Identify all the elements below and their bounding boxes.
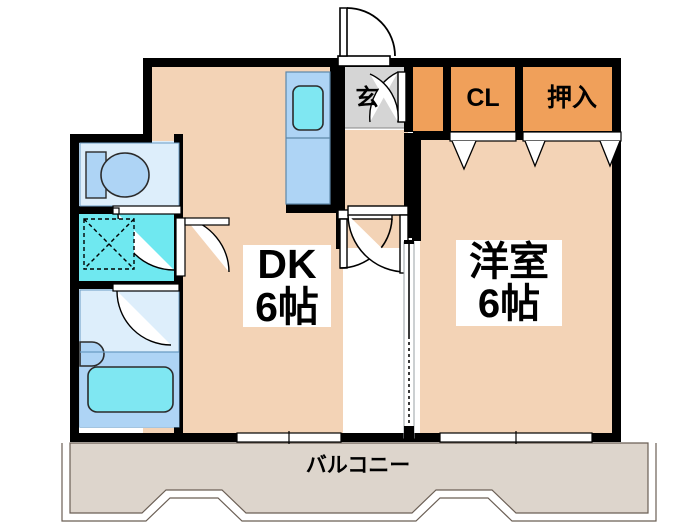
entrance-door-frame (337, 55, 391, 67)
dk-room-name: DK (257, 240, 317, 287)
wall-closet-bottom (413, 131, 621, 140)
entry-hall-floor (336, 130, 408, 220)
closet-oshiire-text: 押入 (546, 84, 597, 112)
genkan-inner-door-arc-2 (369, 73, 399, 123)
oshiire-door-v-left (524, 140, 546, 168)
bathroom-door-frame (112, 283, 180, 292)
wall-jog-horizontal (70, 134, 152, 143)
sliding-partition-jamb-top (404, 240, 414, 244)
cl-door-v (451, 140, 477, 171)
balcony-rail (61, 443, 657, 522)
cl-door-panel (449, 131, 517, 142)
toilet-door-frame (112, 205, 182, 215)
toilet-door-leaf (112, 207, 120, 215)
wall-bottom (70, 433, 621, 442)
corridor-door-group[interactable] (175, 217, 230, 277)
sliding-partition-jamb-bottom (404, 426, 414, 442)
bathroom-door-group[interactable] (112, 283, 180, 346)
washitsu-room-label: 洋室 6帖 (456, 240, 562, 326)
sliding-partition-group[interactable] (403, 240, 415, 442)
closet-cl (450, 66, 516, 132)
kitchen-sink-basin (292, 85, 324, 131)
washitsu-room-name: 洋室 (469, 240, 549, 284)
closet-cl-label: CL (452, 85, 514, 113)
washitsu-door-frame (347, 205, 409, 216)
windows-group (236, 431, 593, 444)
closet-left-strip (412, 66, 444, 132)
corridor-door-leaf (184, 217, 230, 226)
wall-kitchen-right (330, 67, 338, 212)
washing-machine-group (83, 218, 135, 270)
toilet-fixture-group (79, 142, 180, 207)
wall-kitchen-bottom (286, 204, 338, 213)
balcony-shape (69, 442, 649, 514)
balcony-group (61, 442, 657, 522)
wall-entry-right (404, 60, 413, 132)
wall-bottom-seg-left (183, 433, 235, 442)
genkan-inner-door-group[interactable] (369, 71, 407, 123)
bathroom-door-arc (116, 290, 172, 346)
wall-washitsu-left (412, 139, 421, 241)
oshiire-door-v-right (599, 140, 621, 168)
wall-right (612, 58, 621, 442)
toilet-bowl (100, 152, 150, 198)
wash-basin (79, 341, 105, 367)
dk-room-label: DK 6帖 (243, 240, 331, 330)
washing-machine-x2 (83, 218, 135, 270)
washitsu-door-arc (347, 214, 407, 273)
washitsu-room-size: 6帖 (477, 282, 541, 326)
closet-oshiire-label: 押入 (526, 85, 618, 113)
entrance-door-group[interactable] (337, 7, 396, 67)
entrance-door-swing-arc (346, 7, 396, 57)
kitchen-group (285, 71, 331, 205)
balcony-label: バルコニー (258, 454, 458, 481)
bathtub (87, 366, 174, 413)
balcony-text: バルコニー (305, 454, 411, 477)
closet-cl-text: CL (466, 84, 500, 112)
wall-dk-right (336, 67, 345, 212)
entrance-door-leaf (339, 7, 348, 57)
genkan-inner-door-leaf (397, 71, 407, 123)
entrance-label: 玄 (352, 85, 382, 111)
dk-door-leaf (339, 218, 348, 269)
oshiire-door-panel (522, 131, 622, 142)
entrance-text: 玄 (355, 84, 379, 110)
wall-closet-div-2 (515, 66, 523, 132)
closet-door-indicators (449, 131, 622, 171)
dk-room-size: 6帖 (255, 284, 319, 330)
corridor-door-frame (175, 217, 186, 277)
wall-closet-div-1 (443, 66, 451, 132)
closet-oshiire (523, 66, 621, 132)
wall-entry-right-lower (404, 133, 413, 238)
